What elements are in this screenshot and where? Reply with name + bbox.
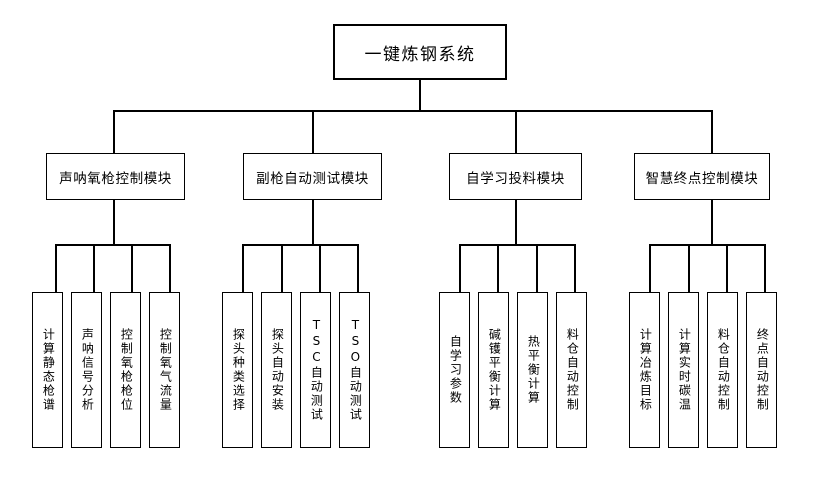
leaf-node-1-2[interactable]: 声呐信号分析	[71, 292, 102, 448]
leaf-node-label-1-3: 控制氧枪枪位	[119, 328, 134, 412]
leaf-node-label-2-3: TSC自动测试	[309, 318, 324, 422]
root-node-label: 一键炼钢系统	[364, 44, 476, 65]
leaf-node-2-2[interactable]: 探头自动安装	[261, 292, 292, 448]
leaf-node-4-1[interactable]: 计算冶炼目标	[629, 292, 660, 448]
leaf-node-2-3[interactable]: TSC自动测试	[300, 292, 331, 448]
root-node[interactable]: 一键炼钢系统	[333, 24, 507, 80]
module-stem-connector-4	[711, 200, 713, 245]
leaf-drop-connector-3-2	[497, 244, 499, 292]
leaf-node-3-2[interactable]: 碱镬平衡计算	[478, 292, 509, 448]
leaf-drop-connector-4-1	[649, 244, 651, 292]
root-stem-connector	[419, 80, 421, 112]
leaf-node-label-1-1: 计算静态枪谱	[41, 328, 56, 412]
leaf-node-2-4[interactable]: TSO自动测试	[339, 292, 370, 448]
sub-bus-connector-4	[649, 244, 765, 246]
leaf-node-label-3-3: 热平衡计算	[526, 335, 541, 405]
sub-bus-connector-2	[242, 244, 358, 246]
leaf-drop-connector-1-4	[169, 244, 171, 292]
module-stem-connector-3	[515, 200, 517, 245]
module-stem-connector-2	[312, 200, 314, 245]
leaf-drop-connector-2-1	[242, 244, 244, 292]
leaf-node-4-4[interactable]: 终点自动控制	[746, 292, 777, 448]
module-node-label-4: 智慧终点控制模块	[645, 170, 759, 187]
leaf-node-label-2-1: 探头种类选择	[231, 328, 246, 412]
leaf-node-4-2[interactable]: 计算实时碳温	[668, 292, 699, 448]
leaf-node-label-2-4: TSO自动测试	[348, 318, 363, 422]
leaf-node-label-1-2: 声呐信号分析	[80, 328, 95, 412]
leaf-node-label-4-2: 计算实时碳温	[677, 328, 692, 412]
module-stem-connector-1	[113, 200, 115, 245]
leaf-drop-connector-4-4	[764, 244, 766, 292]
module-node-2[interactable]: 副枪自动测试模块	[243, 153, 382, 200]
leaf-node-label-1-4: 控制氧气流量	[158, 328, 173, 412]
leaf-node-1-3[interactable]: 控制氧枪枪位	[110, 292, 141, 448]
module-node-1[interactable]: 声呐氧枪控制模块	[46, 153, 185, 200]
leaf-drop-connector-4-3	[726, 244, 728, 292]
leaf-node-3-3[interactable]: 热平衡计算	[517, 292, 548, 448]
module-drop-connector-1	[113, 110, 115, 153]
leaf-drop-connector-3-3	[536, 244, 538, 292]
leaf-drop-connector-2-2	[281, 244, 283, 292]
leaf-drop-connector-3-4	[574, 244, 576, 292]
module-drop-connector-3	[515, 110, 517, 153]
leaf-drop-connector-3-1	[459, 244, 461, 292]
module-node-label-3: 自学习投料模块	[466, 170, 565, 187]
leaf-drop-connector-2-3	[319, 244, 321, 292]
module-drop-connector-2	[312, 110, 314, 153]
module-node-4[interactable]: 智慧终点控制模块	[634, 153, 770, 200]
leaf-drop-connector-1-2	[93, 244, 95, 292]
leaf-node-label-3-4: 料仓自动控制	[565, 328, 580, 412]
module-node-3[interactable]: 自学习投料模块	[449, 153, 582, 200]
leaf-node-label-2-2: 探头自动安装	[270, 328, 285, 412]
leaf-drop-connector-4-2	[688, 244, 690, 292]
sub-bus-connector-1	[55, 244, 170, 246]
leaf-drop-connector-1-1	[55, 244, 57, 292]
leaf-node-1-4[interactable]: 控制氧气流量	[149, 292, 180, 448]
module-drop-connector-4	[711, 110, 713, 153]
leaf-node-label-4-4: 终点自动控制	[755, 328, 770, 412]
main-bus-connector	[113, 110, 713, 112]
leaf-node-2-1[interactable]: 探头种类选择	[222, 292, 253, 448]
leaf-node-3-1[interactable]: 自学习参数	[439, 292, 470, 448]
sub-bus-connector-3	[459, 244, 575, 246]
leaf-drop-connector-2-4	[357, 244, 359, 292]
leaf-node-4-3[interactable]: 料仓自动控制	[707, 292, 738, 448]
leaf-drop-connector-1-3	[131, 244, 133, 292]
leaf-node-label-4-3: 料仓自动控制	[716, 328, 731, 412]
leaf-node-label-4-1: 计算冶炼目标	[638, 328, 653, 412]
leaf-node-label-3-1: 自学习参数	[448, 335, 463, 405]
module-node-label-1: 声呐氧枪控制模块	[59, 170, 172, 187]
leaf-node-1-1[interactable]: 计算静态枪谱	[32, 292, 63, 448]
leaf-node-3-4[interactable]: 料仓自动控制	[556, 292, 587, 448]
module-node-label-2: 副枪自动测试模块	[256, 170, 369, 187]
leaf-node-label-3-2: 碱镬平衡计算	[487, 328, 502, 412]
